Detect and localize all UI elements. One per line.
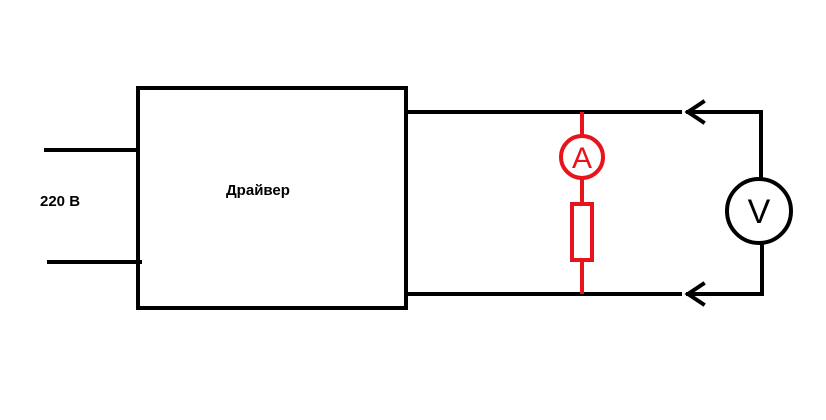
load-branch: A: [559, 112, 605, 294]
voltmeter-icon: [725, 177, 793, 245]
voltmeter-lead-bottom: [686, 242, 764, 296]
supply-voltage-label: 220 В: [40, 193, 80, 210]
driver-block: [136, 86, 408, 310]
driver-label: Драйвер: [226, 182, 290, 199]
resistor-icon: [570, 202, 594, 262]
voltmeter-letter: V: [748, 193, 771, 231]
ammeter-letter: A: [572, 142, 592, 175]
voltmeter-lead-top: [686, 110, 763, 181]
